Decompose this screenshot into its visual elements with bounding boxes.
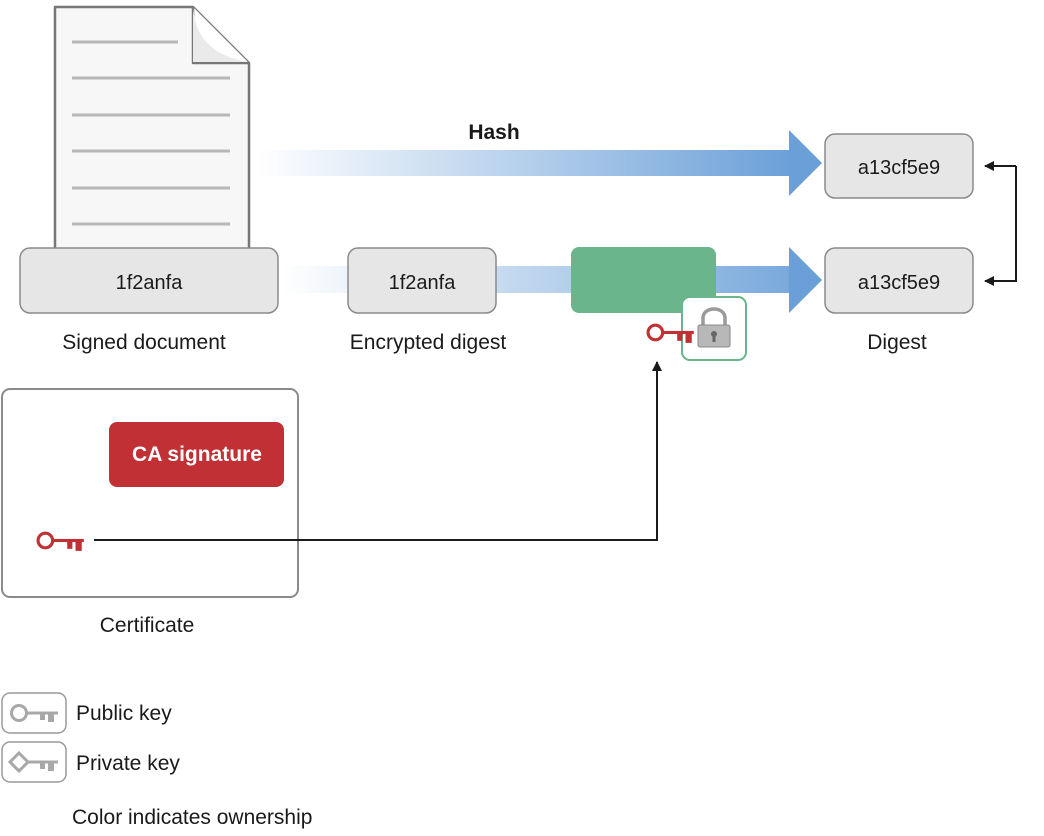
legend-private-key-icon	[1, 741, 67, 783]
digest-bottom-value: a13cf5e9	[858, 272, 940, 294]
hash-label: Hash	[468, 121, 519, 144]
document-page-icon	[53, 5, 251, 252]
encrypted-digest-caption: Encrypted digest	[350, 331, 507, 354]
key-connector	[94, 361, 662, 541]
document-digest-value: 1f2anfa	[116, 272, 184, 294]
digest-caption: Digest	[867, 331, 927, 354]
digest-box-bottom	[824, 247, 974, 314]
document-digest-box	[19, 247, 279, 314]
legend-ownership-note: Color indicates ownership	[72, 806, 312, 829]
encrypted-digest-value: 1f2anfa	[389, 272, 457, 294]
decryption-block	[571, 247, 716, 313]
legend-public-key-icon	[1, 692, 67, 734]
digest-top-value: a13cf5e9	[858, 157, 940, 179]
lock-icon	[681, 296, 747, 361]
hash-arrow	[256, 130, 822, 196]
ca-signature-label: CA signature	[132, 443, 262, 466]
legend-private-key-label: Private key	[76, 752, 180, 775]
compare-connector	[984, 161, 1017, 286]
certificate-box	[1, 388, 299, 598]
signed-document-caption: Signed document	[62, 331, 226, 354]
ca-signature-badge	[109, 422, 284, 487]
encrypted-digest-box	[347, 247, 497, 314]
legend-public-key-label: Public key	[76, 702, 172, 725]
certificate-caption: Certificate	[100, 614, 195, 637]
digest-box-top	[824, 133, 974, 199]
